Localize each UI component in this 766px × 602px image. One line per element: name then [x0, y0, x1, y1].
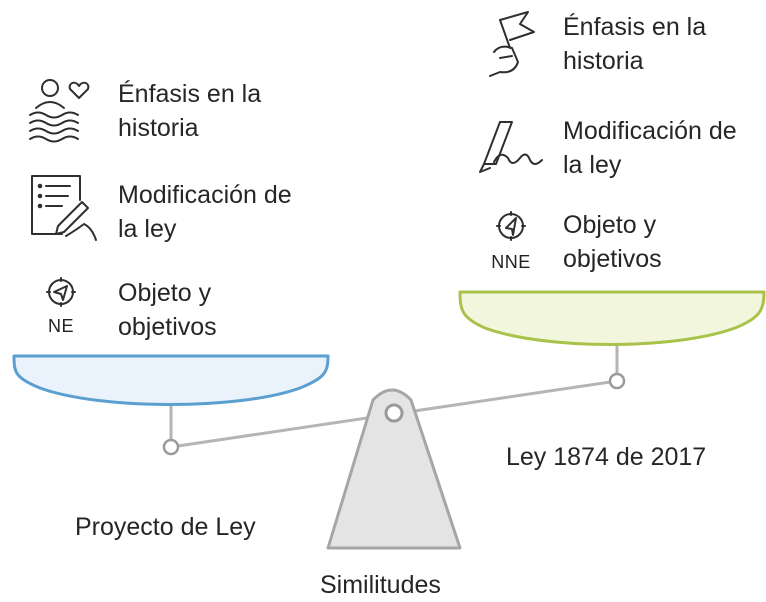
- right-hinge: [608, 372, 626, 390]
- right-pan-label: Ley 1874 de 2017: [506, 443, 707, 471]
- fulcrum-pivot: [384, 403, 404, 423]
- fulcrum-label: Similitudes: [320, 571, 441, 599]
- compass-icon: [46, 277, 76, 307]
- right-item-history: Énfasis en la historia: [563, 13, 707, 75]
- left-item-history: Énfasis en la historia: [118, 80, 262, 142]
- left-pan: [12, 354, 330, 406]
- left-item-law-modification: Modificación de la ley: [118, 181, 292, 243]
- left-pan-label: Proyecto de Ley: [75, 513, 256, 541]
- left-hinge: [162, 438, 180, 456]
- person-heart-waves-icon: [29, 79, 90, 143]
- signature-pen-icon: [479, 121, 543, 173]
- right-item-law-modification: Modificación de la ley: [563, 117, 737, 179]
- hand-flag-icon: [489, 11, 535, 77]
- compass-icon: [496, 211, 526, 241]
- right-item-object-goals: Objeto y objetivos: [563, 211, 662, 273]
- left-item-object-goals: Objeto y objetivos: [118, 279, 217, 341]
- compass-direction: NNE: [491, 252, 531, 272]
- compass-direction: NE: [47, 316, 74, 336]
- right-pan: [458, 290, 766, 346]
- fulcrum: [326, 388, 462, 550]
- document-writing-hand-icon: [31, 175, 97, 241]
